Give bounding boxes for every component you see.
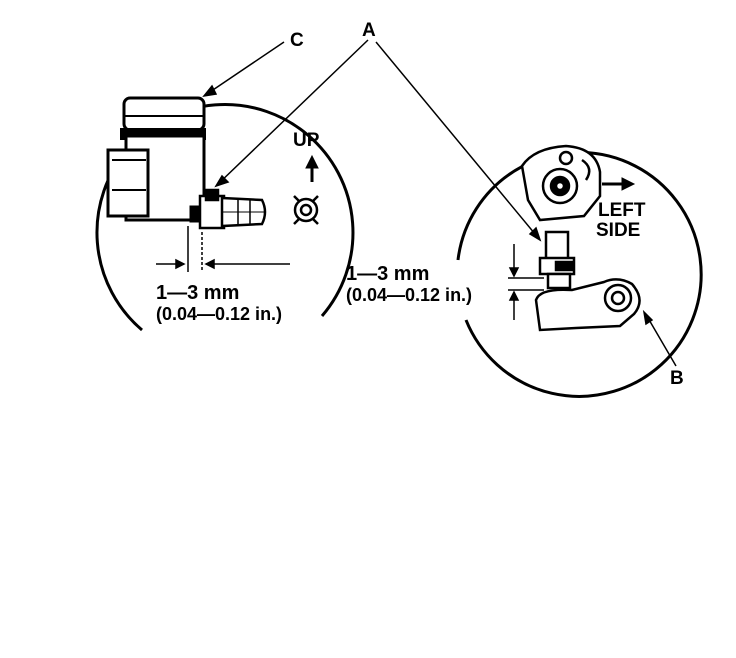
right-clearance-mm: 1—3 mm — [346, 263, 429, 285]
callout-c: C — [290, 30, 304, 51]
right-detail-circle — [456, 150, 703, 398]
clearance-dimension-left — [156, 226, 290, 272]
right-detail-view — [456, 150, 703, 398]
left-side-label-line2: SIDE — [596, 220, 640, 241]
left-clearance-mm: 1—3 mm — [156, 282, 239, 304]
callout-leaders — [202, 39, 677, 367]
left-clearance-in: (0.04—0.12 in.) — [156, 304, 282, 324]
up-arrow-icon — [305, 154, 319, 182]
pedal-arm-b — [534, 278, 641, 332]
arrow-left-side-icon — [602, 177, 636, 191]
left-detail-circle — [95, 103, 355, 332]
left-detail-view — [95, 103, 355, 332]
clearance-dimension-right — [508, 244, 544, 320]
pivot-left — [293, 195, 319, 225]
left-side-label-line1: LEFT — [598, 200, 646, 221]
callout-a: A — [362, 20, 376, 41]
right-clearance-in: (0.04—0.12 in.) — [346, 285, 472, 305]
callout-b: B — [670, 368, 684, 389]
switch-a-right — [538, 230, 576, 290]
bracket-right — [520, 144, 602, 222]
up-label: UP — [293, 130, 320, 151]
reservoir-c — [106, 96, 206, 223]
switch-a-left — [198, 188, 267, 230]
